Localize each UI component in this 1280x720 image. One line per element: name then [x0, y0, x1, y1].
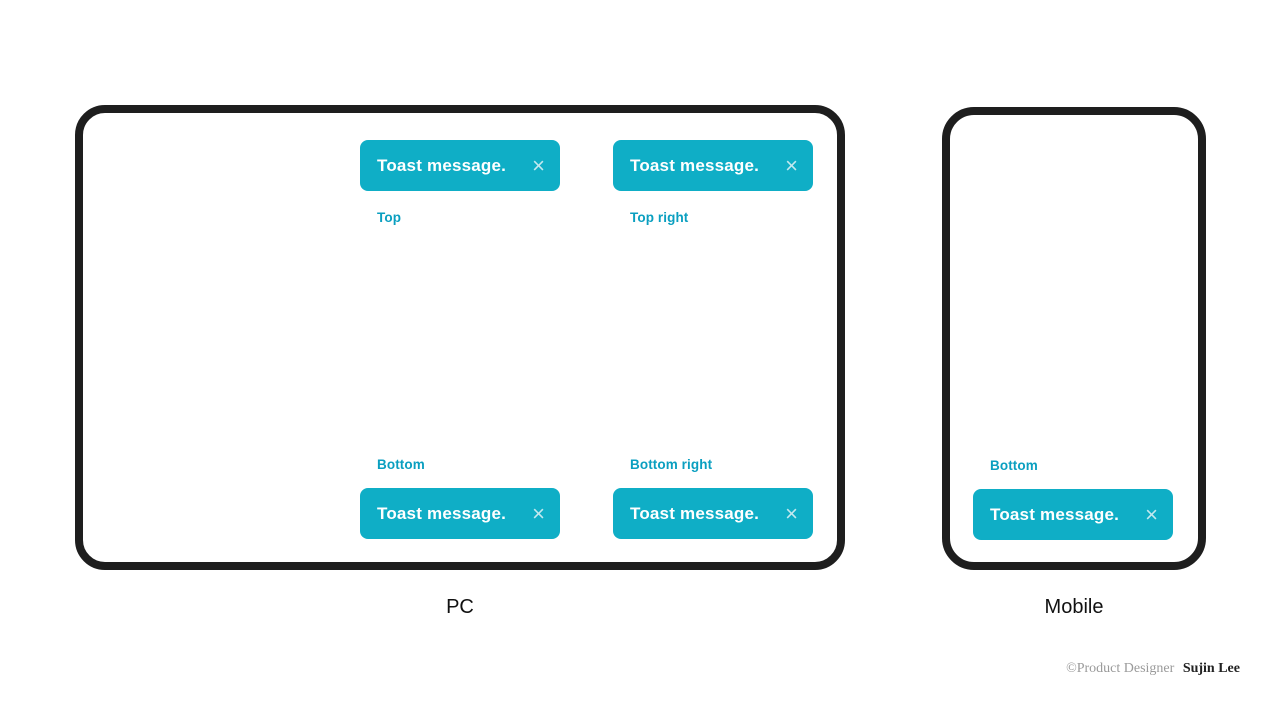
toast-message: Toast message.: [630, 503, 760, 523]
position-label-bottom-right: Bottom right: [630, 457, 713, 472]
toast-bottom: Toast message. ×: [360, 488, 560, 539]
credit-prefix: ©Product Designer: [1066, 661, 1175, 676]
close-icon[interactable]: ×: [785, 500, 798, 526]
pc-device-frame: Toast message. × Top Toast message. × To…: [75, 105, 845, 570]
position-label-top: Top: [377, 210, 402, 225]
close-icon[interactable]: ×: [1145, 501, 1158, 527]
close-icon[interactable]: ×: [532, 152, 545, 178]
close-icon[interactable]: ×: [532, 500, 545, 526]
toast-message: Toast message.: [990, 504, 1120, 524]
credit-name: Sujin Lee: [1182, 661, 1240, 676]
mobile-device-frame: Bottom Toast message. ×: [942, 107, 1206, 570]
pc-caption: PC: [446, 596, 474, 618]
designer-credit: ©Product Designer Sujin Lee: [1066, 661, 1240, 677]
toast-bottom: Toast message. ×: [973, 489, 1173, 540]
toast-message: Toast message.: [377, 155, 507, 175]
mobile-caption: Mobile: [1044, 596, 1104, 618]
toast-message: Toast message.: [630, 155, 760, 175]
toast-top: Toast message. ×: [360, 140, 560, 191]
position-label-top-right: Top right: [630, 210, 689, 225]
close-icon[interactable]: ×: [785, 152, 798, 178]
toast-bottom-right: Toast message. ×: [613, 488, 813, 539]
toast-message: Toast message.: [377, 503, 507, 523]
toast-top-right: Toast message. ×: [613, 140, 813, 191]
position-label-bottom: Bottom: [990, 458, 1038, 473]
position-label-bottom: Bottom: [377, 457, 425, 472]
